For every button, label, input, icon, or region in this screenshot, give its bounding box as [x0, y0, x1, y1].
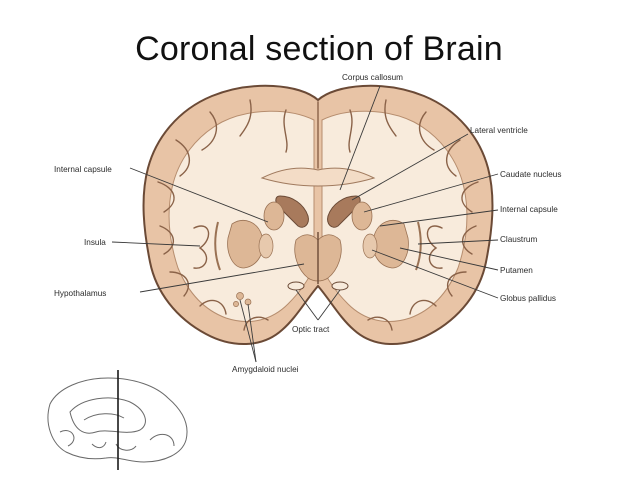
lateral-ventricle-right: [327, 195, 361, 228]
label-corpus-callosum: Corpus callosum: [342, 73, 403, 82]
label-lateral-ventricle: Lateral ventricle: [470, 126, 528, 135]
globus-pallidus-right: [362, 233, 378, 259]
leader-lines: [111, 85, 499, 363]
lateral-ventricle-left: [275, 195, 309, 228]
globus-pallidus-left: [258, 233, 274, 259]
label-internal-capsule-left: Internal capsule: [54, 165, 112, 174]
brain-section: [142, 84, 494, 345]
claustrum-left: [214, 221, 221, 271]
label-caudate-nucleus: Caudate nucleus: [500, 170, 561, 179]
white-matter-right: [321, 110, 468, 322]
optic-tract-right: [331, 281, 349, 291]
label-internal-capsule-right: Internal capsule: [500, 205, 558, 214]
label-globus-pallidus: Globus pallidus: [500, 294, 556, 303]
label-insula: Insula: [84, 238, 106, 247]
label-optic-tract: Optic tract: [292, 325, 330, 334]
optic-tract-left: [287, 281, 305, 291]
caudate-nucleus-left: [263, 201, 285, 231]
sagittal-inset: [47, 370, 188, 470]
caudate-nucleus-right: [351, 201, 373, 231]
claustrum-right: [415, 221, 422, 271]
label-amygdaloid-nuclei: Amygdaloid nuclei: [232, 365, 299, 374]
label-claustrum: Claustrum: [500, 235, 537, 244]
amygdaloid-nuclei: [233, 292, 252, 307]
putamen-left: [227, 220, 264, 269]
label-hypothalamus: Hypothalamus: [54, 289, 106, 298]
slide-title: Coronal section of Brain: [135, 30, 503, 68]
corpus-callosum: [260, 167, 376, 187]
sulci: [157, 99, 479, 331]
putamen-right: [372, 220, 409, 269]
label-putamen: Putamen: [500, 266, 533, 275]
